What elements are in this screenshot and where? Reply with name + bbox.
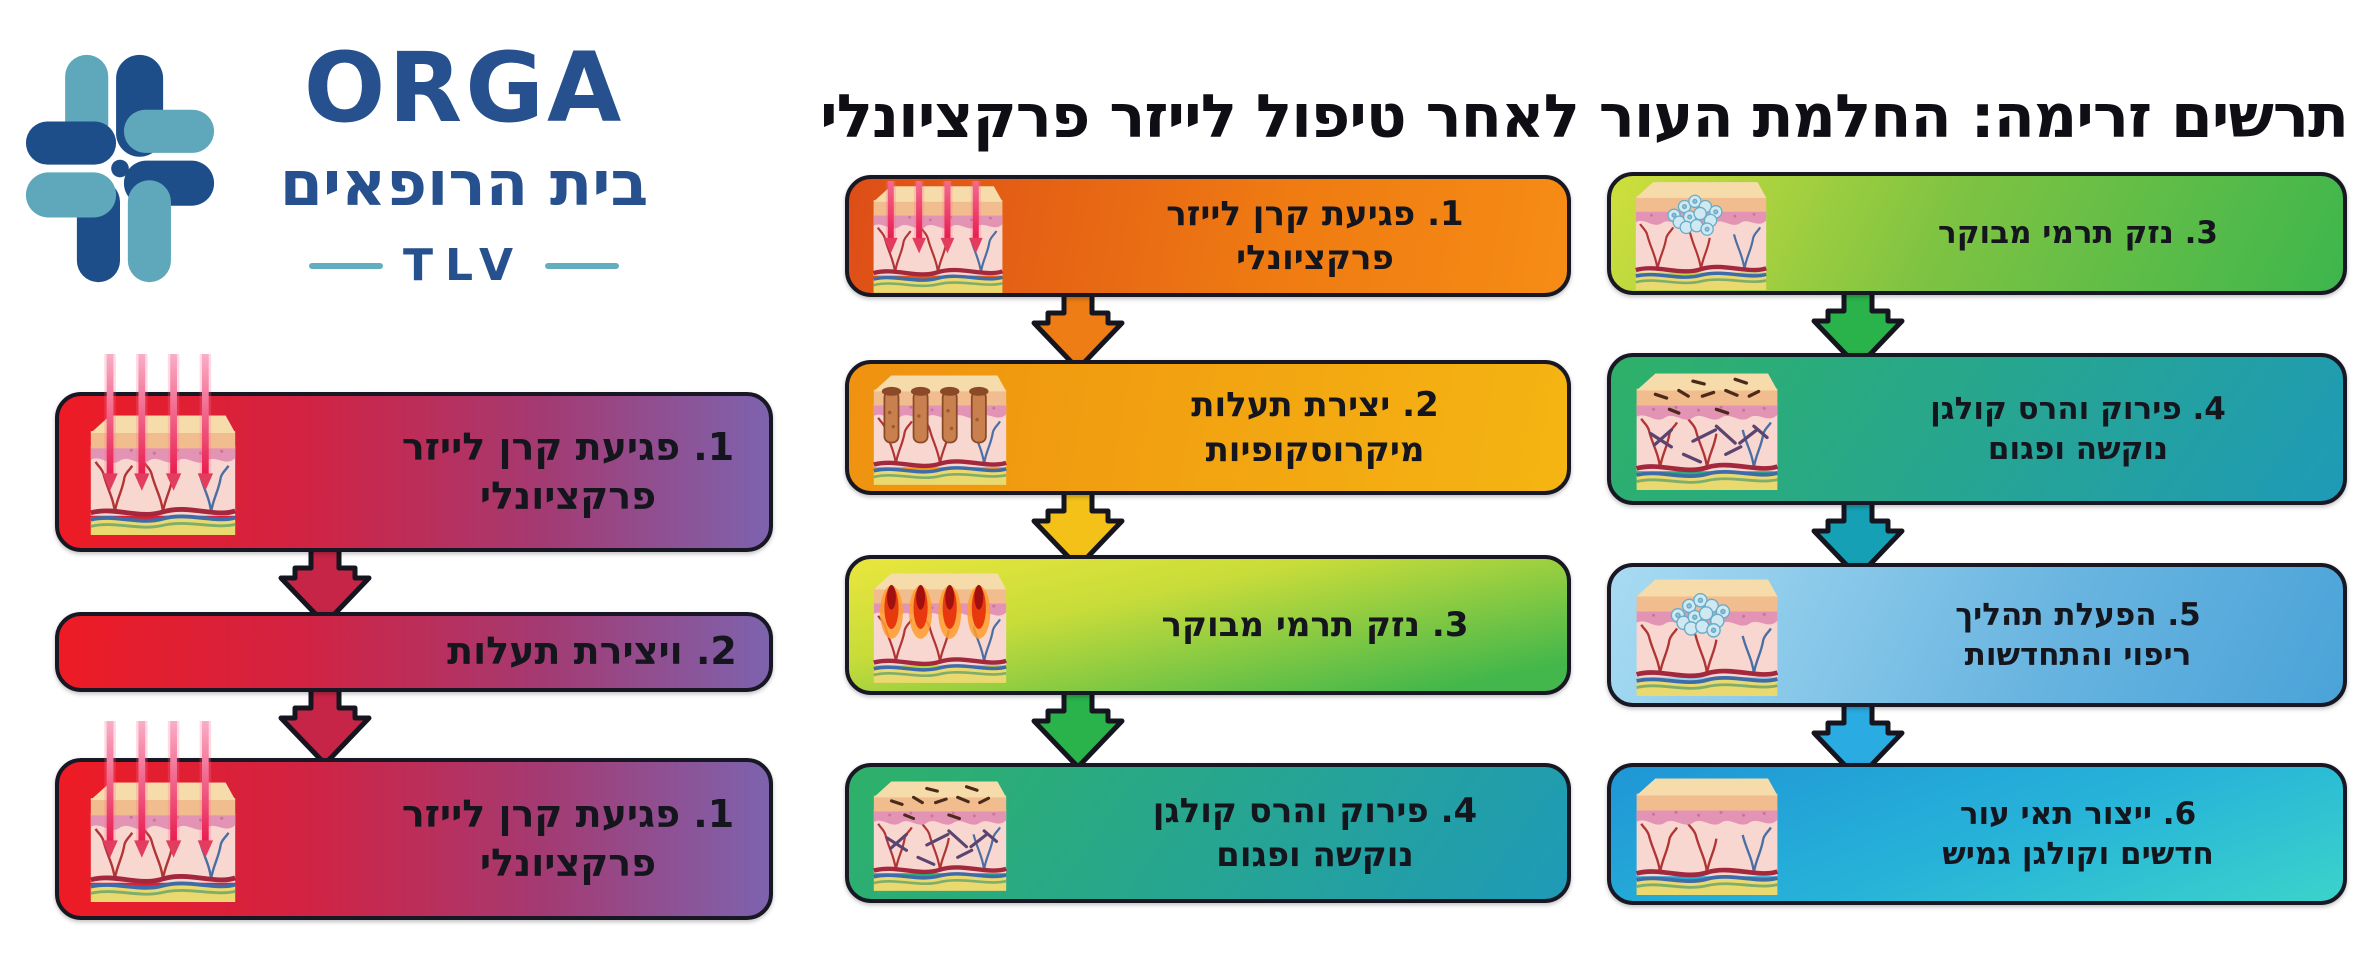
flow-box-mid-step2: 2. יצירת תעלות מיקרוסקופיות bbox=[845, 360, 1571, 495]
step-label: 4. פירוק והרס קולגן נוקשה ופגום bbox=[1930, 390, 2226, 467]
step-label: 2. יצירת תעלות מיקרוסקופיות bbox=[1191, 385, 1439, 470]
flow-box-left-step1: 1. פגיעת קרן לייזר פרקציונלי bbox=[55, 353, 773, 552]
skin-laser-icon bbox=[59, 353, 381, 535]
flow-box-left-step3: 1. פגיעת קרן לייזר פרקציונלי bbox=[55, 720, 773, 920]
flow-box-right-step4: 4. פירוק והרס קולגן נוקשה ופגום bbox=[1607, 353, 2347, 505]
brand-name: ORGA bbox=[303, 32, 625, 144]
page-title: תרשים זרימה: החלמת העור לאחר טיפול לייזר… bbox=[820, 82, 2349, 152]
skin-cells-icon bbox=[1611, 574, 1827, 696]
flow-box-left-step2: 2. ויצירת תעלות bbox=[55, 612, 773, 692]
skin-laser-icon bbox=[849, 179, 1077, 293]
skin-heat-icon bbox=[849, 568, 1077, 683]
flow-box-right-step3: 3. נזק תרמי מבוקר bbox=[1607, 172, 2347, 295]
step-label: 5. הפעלת תהליך ריפוי והתחדשות bbox=[1955, 596, 2201, 673]
skin-fibers-icon bbox=[849, 776, 1077, 891]
skin-laser-icon bbox=[59, 720, 381, 902]
brand-tag: TLV bbox=[402, 240, 526, 291]
skin-channels-icon bbox=[849, 370, 1077, 485]
orga-clover-logo-icon bbox=[25, 54, 215, 283]
flow-box-mid-step3: 3. נזק תרמי מבוקר bbox=[845, 555, 1571, 695]
step-label: 1. פגיעת קרן לייזר פרקציונלי bbox=[401, 791, 735, 885]
flow-box-right-step6: 6. ייצור תאי עור חדשים וקולגן גמיש bbox=[1607, 763, 2347, 905]
flow-box-mid-step1: 1. פגיעת קרן לייזר פרקציונלי bbox=[845, 175, 1571, 297]
tag-dash-right bbox=[545, 263, 620, 269]
flow-box-right-step5: 5. הפעלת תהליך ריפוי והתחדשות bbox=[1607, 563, 2347, 707]
brand-tag-row: TLV bbox=[268, 244, 660, 288]
skin-cells-icon bbox=[1611, 177, 1827, 290]
step-label: 3. נזק תרמי מבוקר bbox=[1938, 215, 2218, 252]
step-label: 4. פירוק והרס קולגן נוקשה ופגום bbox=[1152, 790, 1478, 875]
step-label: 1. פגיעת קרן לייזר פרקציונלי bbox=[1166, 193, 1464, 278]
skin-smooth-icon bbox=[1611, 773, 1827, 895]
brand-subtitle: בית הרופאים bbox=[279, 147, 649, 220]
step-label: 3. נזק תרמי מבוקר bbox=[1161, 604, 1469, 645]
flow-box-mid-step4: 4. פירוק והרס קולגן נוקשה ופגום bbox=[845, 763, 1571, 903]
step-label: 1. פגיעת קרן לייזר פרקציונלי bbox=[401, 424, 735, 518]
tag-dash-left bbox=[308, 263, 383, 269]
step-label: 2. ויצירת תעלות bbox=[447, 629, 737, 674]
step-label: 6. ייצור תאי עור חדשים וקולגן גמיש bbox=[1942, 795, 2214, 872]
skin-fibers-icon bbox=[1611, 368, 1827, 490]
